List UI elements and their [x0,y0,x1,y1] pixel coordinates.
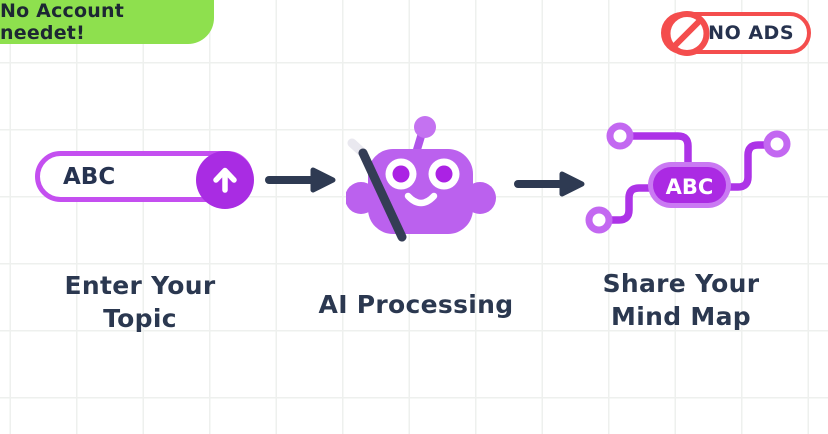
topic-input-value: ABC [63,163,116,190]
step2-caption: AI Processing [310,288,522,321]
right-arrow-icon [265,167,336,193]
mind-map-node-label: ABC [666,175,714,199]
up-arrow-icon [213,167,237,193]
mind-map-branch-node [606,122,634,150]
mind-map-branch-node [585,206,613,234]
no-account-badge: No Account needet! [0,0,214,44]
step1-caption: Enter Your Topic [40,269,240,335]
mind-map-icon: ABC [585,122,791,234]
no-ads-badge-label: NO ADS [708,22,794,44]
step2-caption-line1: AI Processing [318,290,514,319]
mind-map-branch-node [763,130,791,158]
step1-caption-line1: Enter Your [64,271,216,300]
step3-caption-line1: Share Your [602,269,760,298]
step3-caption-line2: Mind Map [611,302,751,331]
magic-wand-icon [347,138,407,242]
robot-icon [346,116,496,242]
no-entry-icon [664,11,710,56]
step1-caption-line2: Topic [103,304,177,333]
submit-topic-button[interactable] [196,151,254,209]
step3-caption: Share Your Mind Map [581,267,781,333]
no-account-badge-label: No Account needet! [0,0,124,44]
right-arrow-icon [514,171,585,197]
